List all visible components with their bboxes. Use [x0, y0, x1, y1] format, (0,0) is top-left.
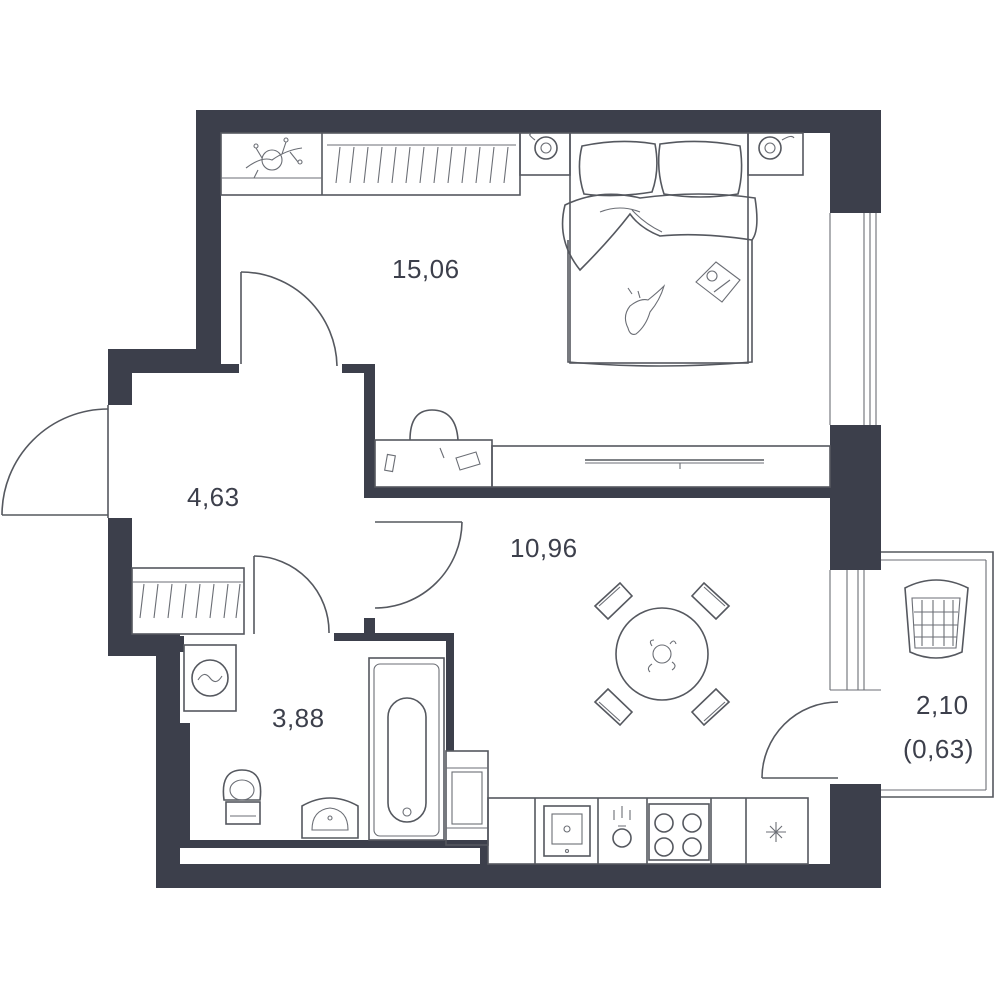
- tv-unit: [491, 445, 831, 488]
- double-bed: [561, 132, 758, 367]
- balcony-area-label: 2,10: [916, 690, 969, 720]
- bedroom-area-label: 15,06: [392, 254, 460, 284]
- kitchen-counter: [487, 797, 809, 865]
- stove-icon: [648, 803, 710, 861]
- bathroom-area-label: 3,88: [272, 703, 325, 733]
- balcony: [881, 551, 994, 798]
- toilet-icon: [222, 769, 262, 825]
- balcony-door: [761, 701, 839, 779]
- dining-chair: [593, 687, 634, 727]
- dining-chair: [690, 581, 731, 621]
- dining-chair: [593, 581, 634, 621]
- coffee-machine-icon: [612, 806, 632, 848]
- sink-icon: [301, 797, 359, 839]
- fridge-icon: [766, 822, 786, 842]
- bathtub-icon: [368, 657, 445, 841]
- bathroom-door: [253, 555, 330, 634]
- bathroom-shelf: [445, 750, 489, 846]
- kitchen-window: [829, 570, 881, 691]
- bedroom-door: [240, 271, 338, 367]
- laundry-basket-icon: [904, 579, 969, 659]
- hallway-area-label: 4,63: [187, 482, 240, 512]
- entrance-door: [1, 405, 109, 518]
- wardrobe: [220, 132, 521, 196]
- decor-branch-icon: [245, 137, 303, 179]
- nightstand-left: [519, 132, 571, 176]
- cat-icon: [624, 284, 666, 335]
- balcony-reduced-area-label: (0,63): [903, 734, 974, 764]
- dining-table: [615, 607, 709, 701]
- desk: [374, 409, 493, 488]
- table-decor-icon: [647, 639, 677, 673]
- kitchen-sink-icon: [543, 805, 591, 857]
- washing-machine-icon: [183, 644, 237, 712]
- hallway-wardrobe: [131, 567, 245, 635]
- kitchen-living-area-label: 10,96: [510, 533, 578, 563]
- magazine-icon: [695, 261, 741, 303]
- dining-chair: [690, 687, 731, 727]
- walls: [108, 110, 881, 888]
- nightstand-right: [747, 132, 804, 176]
- kitchen-door: [374, 521, 463, 609]
- bedroom-window: [829, 213, 877, 425]
